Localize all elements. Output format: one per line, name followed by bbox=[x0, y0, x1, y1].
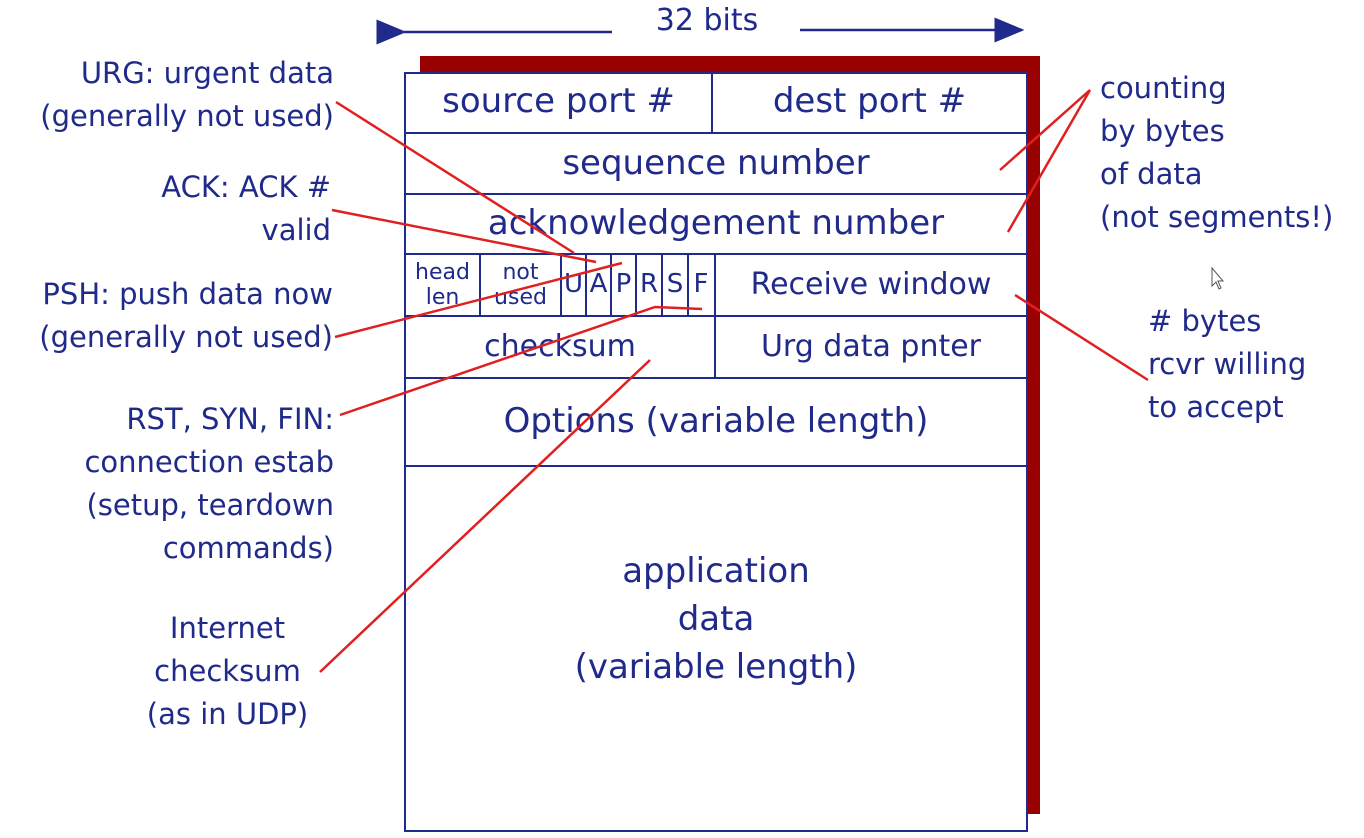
col-divider bbox=[560, 253, 562, 316]
row-divider bbox=[404, 377, 1028, 379]
annotation-line: RST, SYN, FIN: bbox=[126, 402, 334, 436]
annotation-line: counting bbox=[1100, 71, 1227, 105]
ack-pointer-line bbox=[331, 208, 597, 264]
counting-pointer-line bbox=[1006, 89, 1092, 233]
annotation-line: checksum bbox=[154, 654, 301, 688]
annotation-line: (not segments!) bbox=[1100, 200, 1334, 234]
tcp-segment-box bbox=[404, 72, 1028, 832]
ack-annotation: ACK: ACK # valid bbox=[161, 166, 331, 252]
row-divider bbox=[404, 253, 1028, 255]
flag-psh: P bbox=[615, 269, 632, 300]
row-divider bbox=[404, 193, 1028, 195]
annotation-line: ACK: ACK # bbox=[161, 170, 331, 204]
receive-window-pointer-line bbox=[1014, 293, 1149, 382]
receive-window-field: Receive window bbox=[750, 266, 992, 302]
sequence-number-field: sequence number bbox=[562, 142, 870, 183]
col-divider bbox=[661, 253, 663, 316]
annotation-line: (as in UDP) bbox=[146, 697, 309, 731]
col-divider bbox=[687, 253, 689, 316]
psh-annotation: PSH: push data now (generally not used) bbox=[39, 273, 333, 359]
annotation-line: rcvr willing bbox=[1148, 347, 1307, 381]
app-data-line: data bbox=[677, 599, 755, 639]
annotation-line: Internet bbox=[169, 611, 286, 645]
flag-syn: S bbox=[666, 269, 684, 300]
annotation-line: PSH: push data now bbox=[42, 277, 333, 311]
row-divider bbox=[404, 465, 1028, 467]
col-divider bbox=[635, 253, 637, 316]
application-data-field: application data (variable length) bbox=[406, 467, 1026, 830]
dest-port-field: dest port # bbox=[772, 81, 967, 122]
annotation-line: to accept bbox=[1148, 390, 1284, 424]
col-divider bbox=[585, 253, 587, 316]
flag-ack: A bbox=[589, 269, 608, 300]
flag-fin: F bbox=[693, 269, 709, 300]
annotation-line: valid bbox=[261, 213, 331, 247]
annotation-line: of data bbox=[1100, 157, 1203, 191]
flag-rst: R bbox=[639, 269, 659, 300]
checksum-pointer-line bbox=[319, 359, 651, 673]
options-field: Options (variable length) bbox=[503, 401, 929, 442]
row-divider bbox=[404, 132, 1028, 134]
bytes-willing-annotation: # bytes rcvr willing to accept bbox=[1148, 300, 1306, 429]
ack-number-field: acknowledgement number bbox=[487, 203, 945, 244]
mouse-cursor-icon bbox=[1211, 266, 1225, 290]
col-divider bbox=[610, 253, 612, 316]
rst-syn-fin-pointer-line bbox=[339, 305, 703, 417]
col-divider bbox=[714, 253, 716, 377]
rst-syn-fin-annotation: RST, SYN, FIN: connection estab (setup, … bbox=[84, 398, 334, 570]
head-len-line: head bbox=[415, 259, 470, 285]
source-port-field: source port # bbox=[442, 81, 675, 122]
app-data-line: application bbox=[622, 551, 810, 591]
width-label: 32 bits bbox=[655, 2, 759, 38]
annotation-line: commands) bbox=[162, 531, 334, 565]
annotation-line: URG: urgent data bbox=[80, 56, 334, 90]
counting-pointer-line bbox=[999, 89, 1091, 171]
internet-checksum-annotation: Internet checksum (as in UDP) bbox=[130, 607, 325, 736]
annotation-line: # bytes bbox=[1148, 304, 1262, 338]
annotation-line: (setup, teardown bbox=[86, 488, 334, 522]
annotation-line: (generally not used) bbox=[39, 320, 333, 354]
row-divider bbox=[404, 315, 1028, 317]
counting-annotation: counting by bytes of data (not segments!… bbox=[1100, 67, 1333, 239]
annotation-line: by bytes bbox=[1100, 114, 1225, 148]
annotation-line: connection estab bbox=[84, 445, 334, 479]
head-len-field: head len bbox=[406, 255, 479, 315]
annotation-line: (generally not used) bbox=[40, 99, 334, 133]
col-divider bbox=[479, 253, 481, 316]
urg-annotation: URG: urgent data (generally not used) bbox=[40, 52, 334, 138]
col-divider bbox=[711, 72, 713, 133]
not-used-line: not bbox=[502, 259, 539, 285]
urg-pointer-line bbox=[335, 100, 575, 255]
urg-pointer-field: Urg data pnter bbox=[760, 328, 982, 364]
psh-pointer-line bbox=[334, 261, 623, 339]
app-data-line: (variable length) bbox=[574, 647, 858, 687]
